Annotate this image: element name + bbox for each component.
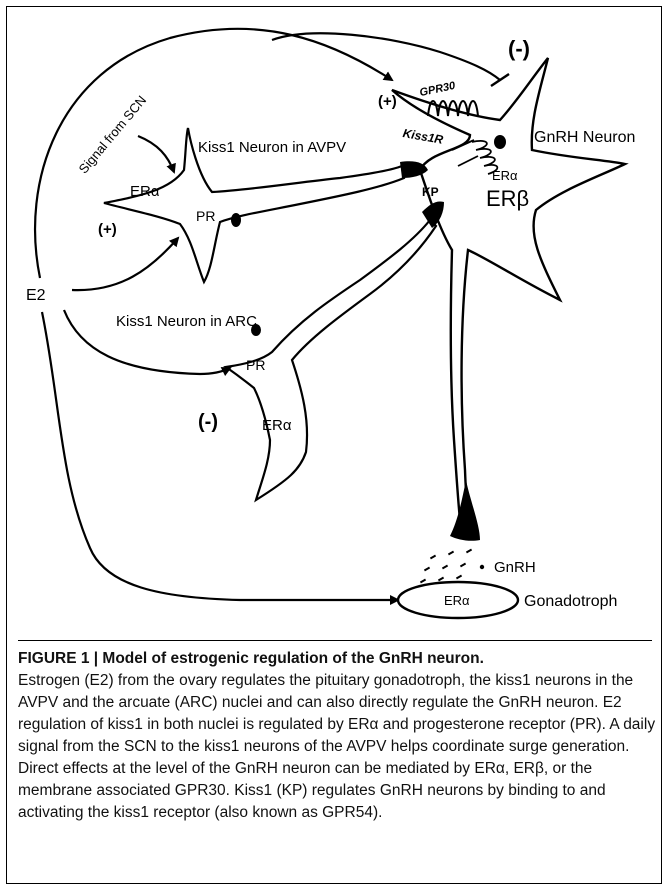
e2-to-gonadotroph-arrow: [42, 312, 398, 600]
label-kiss1-arc: Kiss1 Neuron in ARC: [116, 313, 257, 330]
caption-title: FIGURE 1 | Model of estrogenic regulatio…: [18, 648, 658, 670]
label-er-alpha-arc: ERα: [262, 417, 292, 434]
label-gpr30: GPR30: [419, 80, 458, 99]
label-pr-arc: PR: [246, 357, 265, 373]
scn-signal-arrow: [138, 136, 174, 172]
label-e2: E2: [26, 287, 46, 304]
label-gonadotroph: Gonadotroph: [524, 593, 617, 610]
label-gnrh-neuron: GnRH Neuron: [534, 129, 635, 146]
e2-to-avpv-arrow: [72, 238, 178, 290]
gpr30-inhibition-line: [272, 33, 500, 80]
label-plus-left: (+): [98, 221, 117, 238]
figure-caption: FIGURE 1 | Model of estrogenic regulatio…: [18, 648, 658, 824]
label-signal-from-scn: Signal from SCN: [76, 93, 150, 177]
label-er-beta: ERβ: [486, 186, 529, 211]
label-kiss1r: Kiss1R: [402, 126, 445, 147]
gnrh-release-dots: [420, 549, 484, 584]
gnrh-terminal: [450, 480, 480, 541]
caption-divider: [18, 640, 652, 641]
label-minus-top: (-): [508, 36, 530, 61]
label-pr-avpv: PR: [196, 208, 215, 224]
label-kiss1-avpv: Kiss1 Neuron in AVPV: [198, 139, 346, 156]
caption-body: Estrogen (E2) from the ovary regulates t…: [18, 670, 658, 824]
label-plus-top: (+): [378, 93, 397, 110]
label-minus-arc: (-): [198, 411, 218, 433]
gnrh-nucleus: [494, 135, 506, 149]
estrogen-regulation-diagram: (-) (+) GPR30 Kiss1R GnRH Neuron Signal …: [0, 0, 671, 640]
label-er-alpha-gonad: ERα: [444, 593, 470, 608]
label-gnrh: GnRH: [494, 559, 536, 576]
label-er-alpha-avpv: ERα: [130, 183, 160, 200]
avpv-nucleus: [231, 213, 241, 227]
gnrh-neuron-body: [392, 58, 625, 520]
label-kp: KP: [422, 185, 439, 199]
label-er-alpha-gnrh: ERα: [492, 168, 518, 183]
